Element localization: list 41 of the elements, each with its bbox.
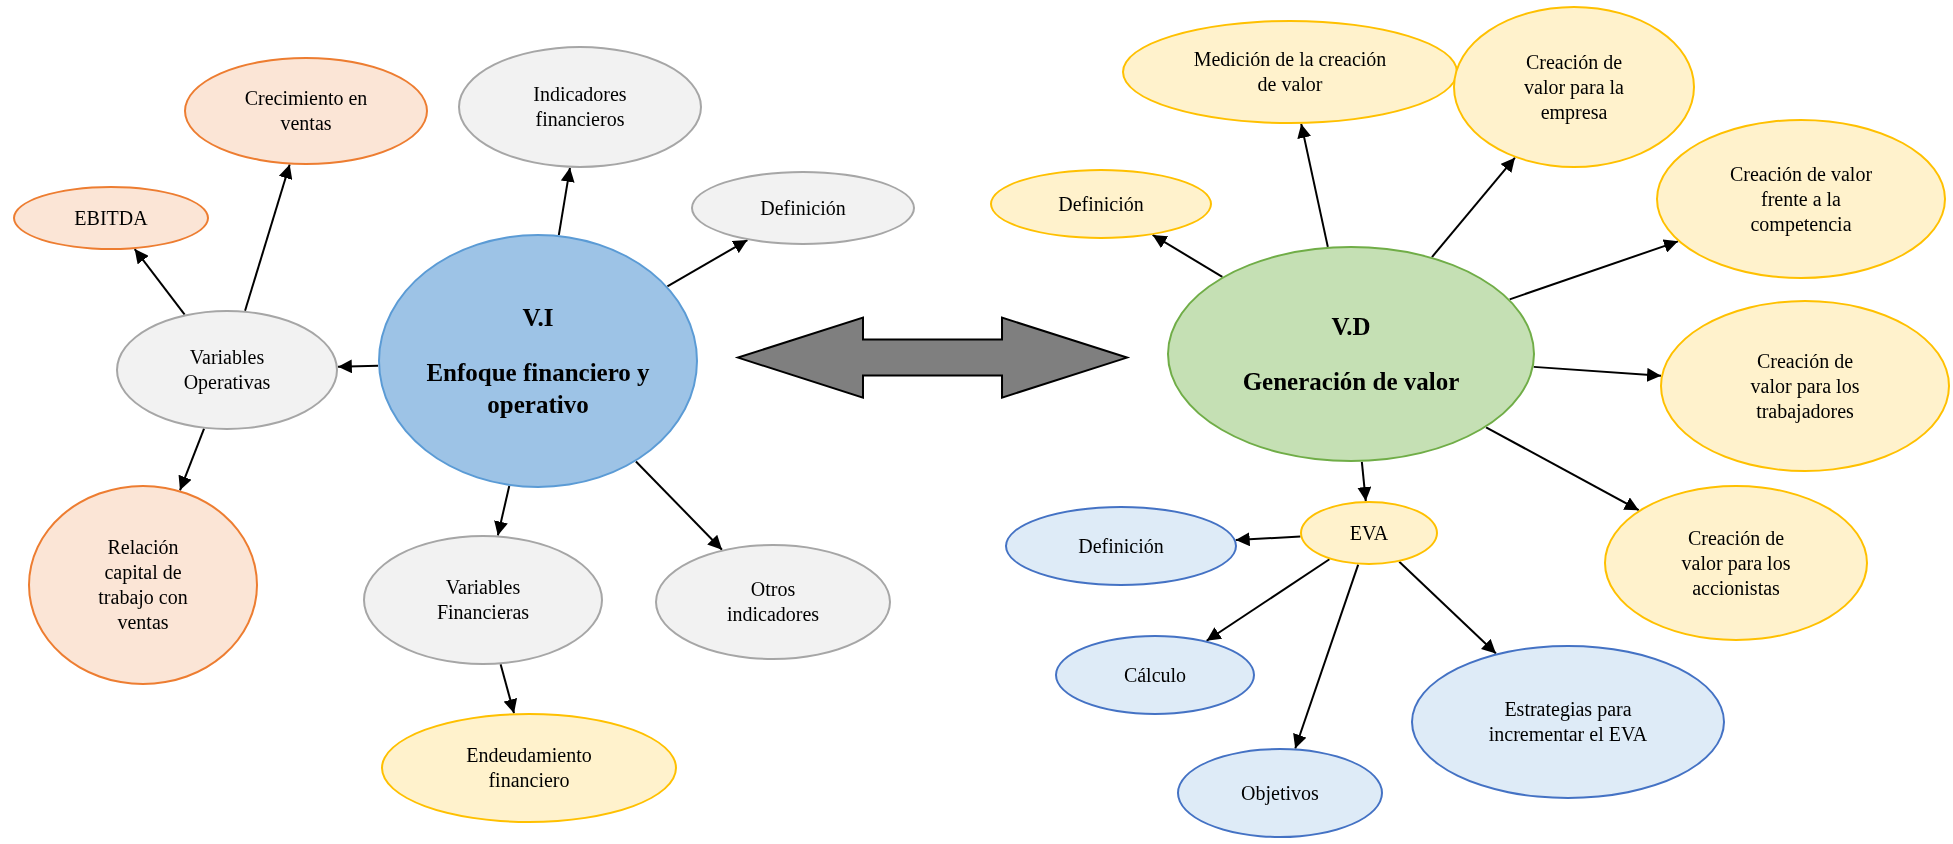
- arrow: [1205, 558, 1331, 642]
- arrow: [1431, 156, 1516, 259]
- node-label: Otros indicadores: [725, 577, 821, 627]
- node-label: Creación de valor para la empresa: [1523, 49, 1625, 125]
- node-label: Medición de la creación de valor: [1192, 47, 1388, 97]
- arrow: [499, 663, 518, 715]
- arrow: [1293, 563, 1360, 750]
- arrow: [557, 166, 575, 237]
- double-block-arrow: [734, 316, 1131, 399]
- arrow: [244, 163, 293, 312]
- arrow: [634, 460, 723, 551]
- node-label: Creación de valor para los accionistas: [1680, 525, 1792, 601]
- node-label: Creación de valor para los trabajadores: [1749, 348, 1861, 424]
- arrow: [1357, 460, 1372, 503]
- node-label: Cálculo: [1123, 662, 1187, 688]
- node-heading: V.I: [522, 303, 554, 334]
- node-label: Definición: [760, 195, 846, 221]
- node-label: Indicadores financieros: [532, 82, 628, 132]
- node-label: Estrategias para incrementar el EVA: [1487, 697, 1649, 747]
- node-label: EVA: [1349, 520, 1389, 546]
- arrow: [1485, 426, 1640, 512]
- node-heading: V.D: [1331, 311, 1371, 342]
- node-label: Relación capital de trabajo con ventas: [97, 535, 189, 635]
- node-label: Endeudamiento financiero: [465, 743, 593, 793]
- arrow: [1297, 122, 1329, 248]
- node-label: Objetivos: [1241, 780, 1319, 806]
- arrow: [1532, 365, 1662, 382]
- node-label: Variables Operativas: [182, 345, 272, 395]
- node-label: Definición: [1078, 533, 1164, 559]
- node-label: Crecimiento en ventas: [243, 86, 369, 136]
- node-label: Definición: [1058, 191, 1144, 217]
- arrow: [1508, 239, 1679, 301]
- arrow: [336, 359, 380, 374]
- arrow: [1151, 234, 1224, 278]
- node-title: Enfoque financiero y operativo: [425, 358, 651, 420]
- node-label: Variables Financieras: [435, 575, 531, 625]
- node-label: Creación de valor frente a la competencia: [1728, 161, 1874, 237]
- arrow: [133, 248, 186, 316]
- arrow: [666, 239, 749, 288]
- node-label: EBITDA: [74, 205, 148, 231]
- node-title: Generación de valor: [1242, 367, 1460, 397]
